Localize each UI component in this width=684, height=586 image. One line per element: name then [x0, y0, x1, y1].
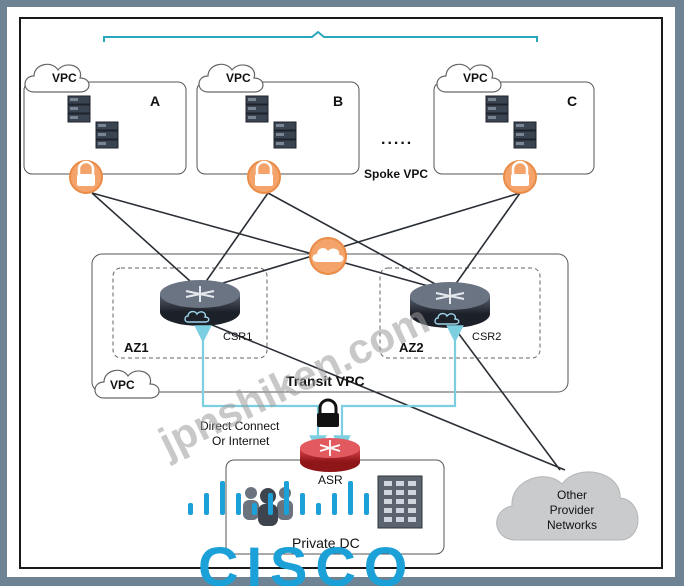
cisco-logo: [188, 481, 369, 515]
other-provider-line3: Networks: [547, 518, 597, 532]
spoke-bracket: [103, 30, 538, 42]
building-icon: [377, 475, 423, 529]
private-dc-label: Private DC: [292, 535, 360, 551]
vpc-cloud-label: VPC: [463, 71, 488, 85]
vpc-letter-c: C: [567, 93, 577, 109]
orange-cloud-icon: [309, 237, 347, 275]
lock-icon: [246, 159, 282, 195]
transit-vpc-cloud-label: VPC: [110, 378, 135, 392]
ellipsis: .....: [381, 131, 413, 148]
az2-box: [379, 267, 541, 359]
az1-label: AZ1: [124, 340, 149, 355]
lock-icon: [68, 159, 104, 195]
csr2-label: CSR2: [472, 331, 501, 343]
csr1-label: CSR1: [223, 331, 252, 343]
lock-icon: [502, 159, 538, 195]
provider-cloud-icon: [496, 471, 639, 541]
asr-label: ASR: [318, 473, 343, 487]
cisco-wordmark: CISCO: [198, 535, 415, 586]
vpc-cloud-icon: [94, 369, 160, 399]
other-provider-line2: Provider: [550, 503, 595, 517]
vpc-letter-b: B: [333, 93, 343, 109]
link-label-line1: Direct Connect: [200, 419, 280, 433]
vpc-cloud-icon: [198, 63, 264, 93]
vpc-cloud-label: VPC: [226, 71, 251, 85]
diagram-border: [19, 17, 663, 569]
vpc-letter-a: A: [150, 93, 160, 109]
spoke-vpc-label: Spoke VPC: [364, 167, 428, 181]
lock-icon: [317, 398, 339, 427]
link-label-line2: Or Internet: [212, 434, 270, 448]
vpc-cloud-label: VPC: [52, 71, 77, 85]
router-icon-asr: [300, 438, 360, 472]
vpn-mesh-lines: [91, 192, 566, 471]
router-icon-csr1: [160, 280, 240, 326]
other-provider-line1: Other: [557, 488, 587, 502]
router-icon-csr2: [410, 282, 490, 328]
vpc-cloud-icon: [436, 63, 502, 93]
vpc-cloud-icon: [24, 63, 90, 93]
